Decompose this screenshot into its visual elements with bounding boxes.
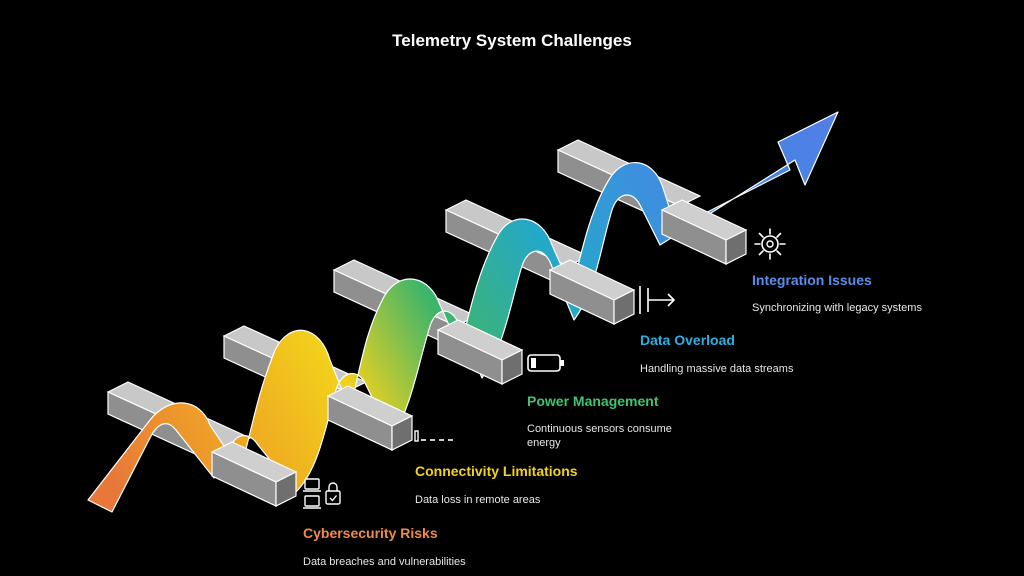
stage-title-cybersecurity: Cybersecurity Risks	[303, 525, 438, 541]
gear-icon	[754, 228, 786, 260]
bar-5-front	[660, 199, 748, 265]
diagram-title: Telemetry System Challenges	[392, 31, 632, 50]
bar-4-front	[548, 259, 636, 325]
security-devices-icon	[303, 478, 341, 509]
stage-title-connectivity: Connectivity Limitations	[415, 463, 578, 479]
stage-desc-connectivity: Data loss in remote areas	[415, 494, 541, 506]
stage-title-integration: Integration Issues	[752, 272, 872, 288]
bar-2-front	[326, 385, 414, 451]
stage-title-data-overload: Data Overload	[640, 332, 735, 348]
stage-desc-integration: Synchronizing with legacy systems	[752, 302, 922, 314]
stage-title-power: Power Management	[527, 393, 659, 409]
bar-3-front	[436, 319, 524, 385]
bar-1-front	[210, 441, 298, 507]
stage-desc-power: Continuous sensors consume energy	[527, 423, 672, 449]
weak-signal-icon	[414, 430, 453, 442]
stage-desc-cybersecurity: Data breaches and vulnerabilities	[303, 556, 466, 568]
battery-icon	[527, 354, 564, 372]
data-flow-icon	[639, 286, 676, 314]
bars-front	[210, 199, 748, 507]
stage-desc-data-overload: Handling massive data streams	[640, 363, 794, 375]
